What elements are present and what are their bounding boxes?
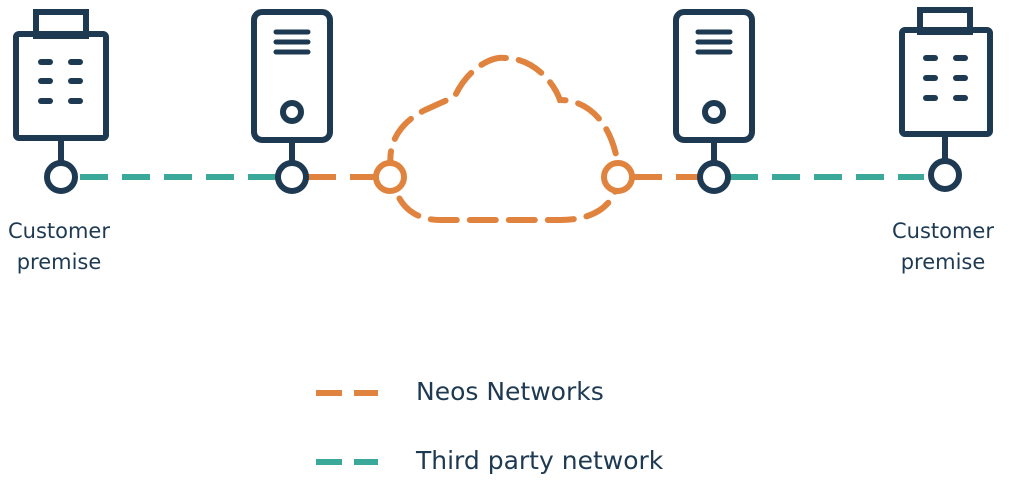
- office-building-icon: [13, 9, 109, 162]
- connection-node: [275, 160, 309, 194]
- label-line: Customer: [7, 219, 110, 243]
- server-icon: [673, 9, 755, 162]
- legend-label-neos: Neos Networks: [416, 377, 604, 406]
- connection-node: [44, 160, 78, 194]
- server-icon: [251, 9, 333, 162]
- cloud-entry-node-right: [601, 160, 635, 194]
- legend-label-third-party: Third party network: [416, 446, 664, 475]
- label-line: premise: [900, 250, 986, 274]
- connection-node: [697, 160, 731, 194]
- label-line: Customer: [891, 219, 994, 243]
- cloud-entry-node-left: [373, 160, 407, 194]
- customer-premise-label-right: Customer premise: [873, 216, 1013, 278]
- neos-cloud: [387, 54, 622, 223]
- label-line: premise: [16, 250, 102, 274]
- customer-premise-label-left: Customer premise: [0, 216, 129, 278]
- connection-node: [928, 158, 962, 192]
- office-building-icon: [899, 7, 993, 160]
